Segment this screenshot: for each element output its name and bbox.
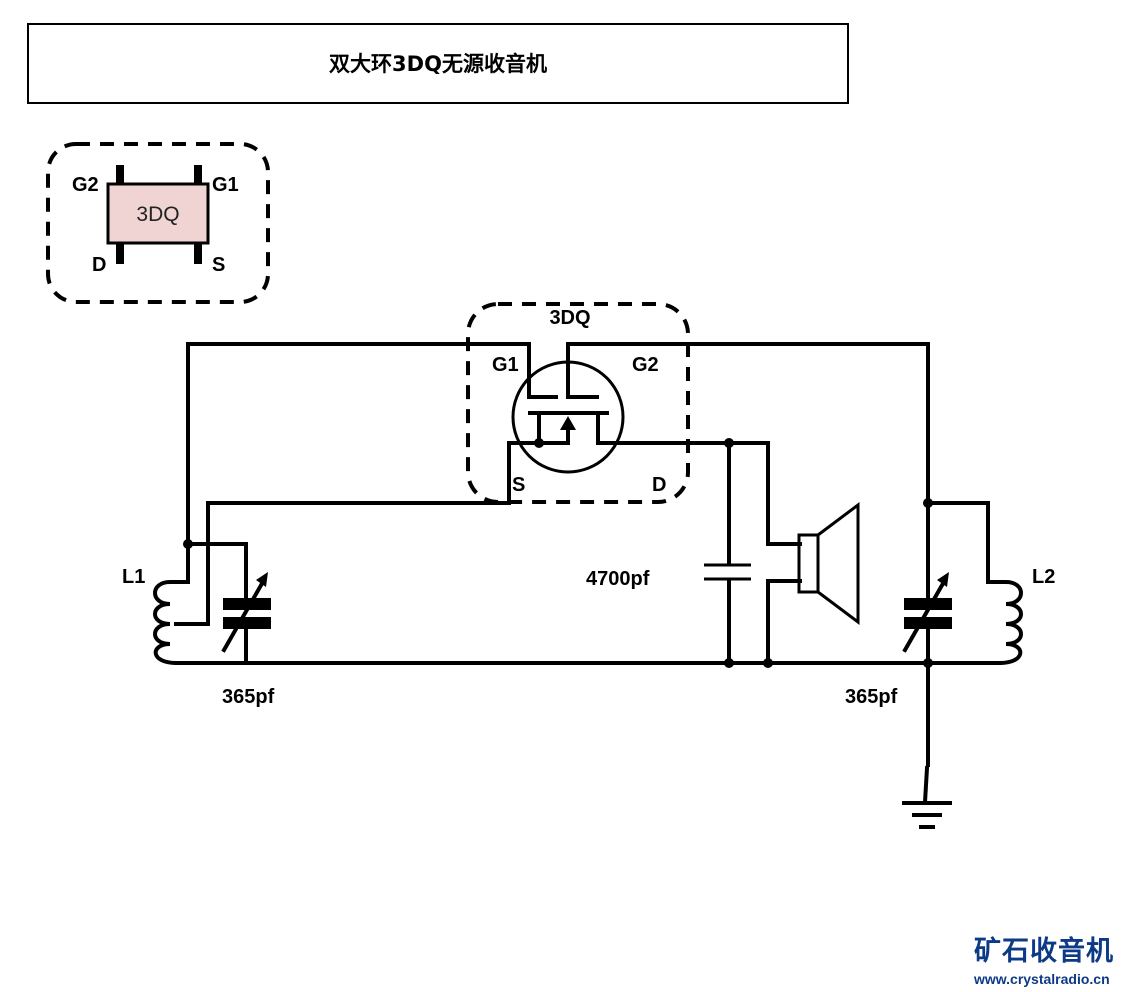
chip-label: 3DQ — [136, 203, 179, 226]
pin-g1-lead — [194, 165, 202, 187]
title-box: 双大环3DQ无源收音机 — [27, 23, 849, 104]
variable-capacitor-left: 365pf — [221, 572, 275, 708]
inductor-l1: L1 — [122, 566, 190, 666]
tuning-arrow-icon — [937, 572, 949, 587]
capacitor-left-label: 365pf — [222, 686, 275, 708]
pin-s-lead — [194, 242, 202, 264]
transistor-pin-s: S — [512, 474, 525, 496]
inductor-l2: L2 — [997, 566, 1055, 666]
tuning-arrow-icon — [256, 572, 268, 587]
mosfet-symbol — [511, 342, 625, 474]
brand-name: 矿石收音机 — [974, 935, 1114, 967]
pin-label-d: D — [92, 254, 106, 276]
transistor-label: 3DQ — [549, 307, 590, 329]
pin-label-g1: G1 — [212, 174, 239, 196]
transistor-pin-g2: G2 — [632, 354, 659, 376]
pin-d-lead — [116, 242, 124, 264]
variable-capacitor-right: 365pf — [845, 572, 952, 708]
junctions — [183, 438, 933, 668]
fixed-capacitor: 4700pf — [586, 563, 751, 590]
transistor-enclosure: 3DQ G1 G2 S D — [466, 302, 690, 504]
wires — [174, 342, 1002, 805]
capacitor-mid-label: 4700pf — [586, 568, 650, 590]
pin-label-s: S — [212, 254, 225, 276]
transistor-pin-g1: G1 — [492, 354, 519, 376]
pin-label-g2: G2 — [72, 174, 99, 196]
inductor-l1-label: L1 — [122, 566, 145, 588]
diagram-title: 双大环3DQ无源收音机 — [329, 52, 547, 76]
brand-url: www.crystalradio.cn — [973, 971, 1110, 987]
pin-g2-lead — [116, 165, 124, 187]
substrate-arrow-icon — [560, 416, 576, 430]
inductor-l2-label: L2 — [1032, 566, 1055, 588]
ground-icon — [902, 801, 952, 829]
brand-watermark: 矿石收音机 www.crystalradio.cn — [973, 935, 1114, 987]
transistor-pin-d: D — [652, 474, 666, 496]
capacitor-right-label: 365pf — [845, 686, 898, 708]
pinout-inset: 3DQ G2 G1 D S — [46, 142, 270, 304]
speaker-icon — [797, 502, 860, 625]
chip-body — [106, 182, 210, 245]
